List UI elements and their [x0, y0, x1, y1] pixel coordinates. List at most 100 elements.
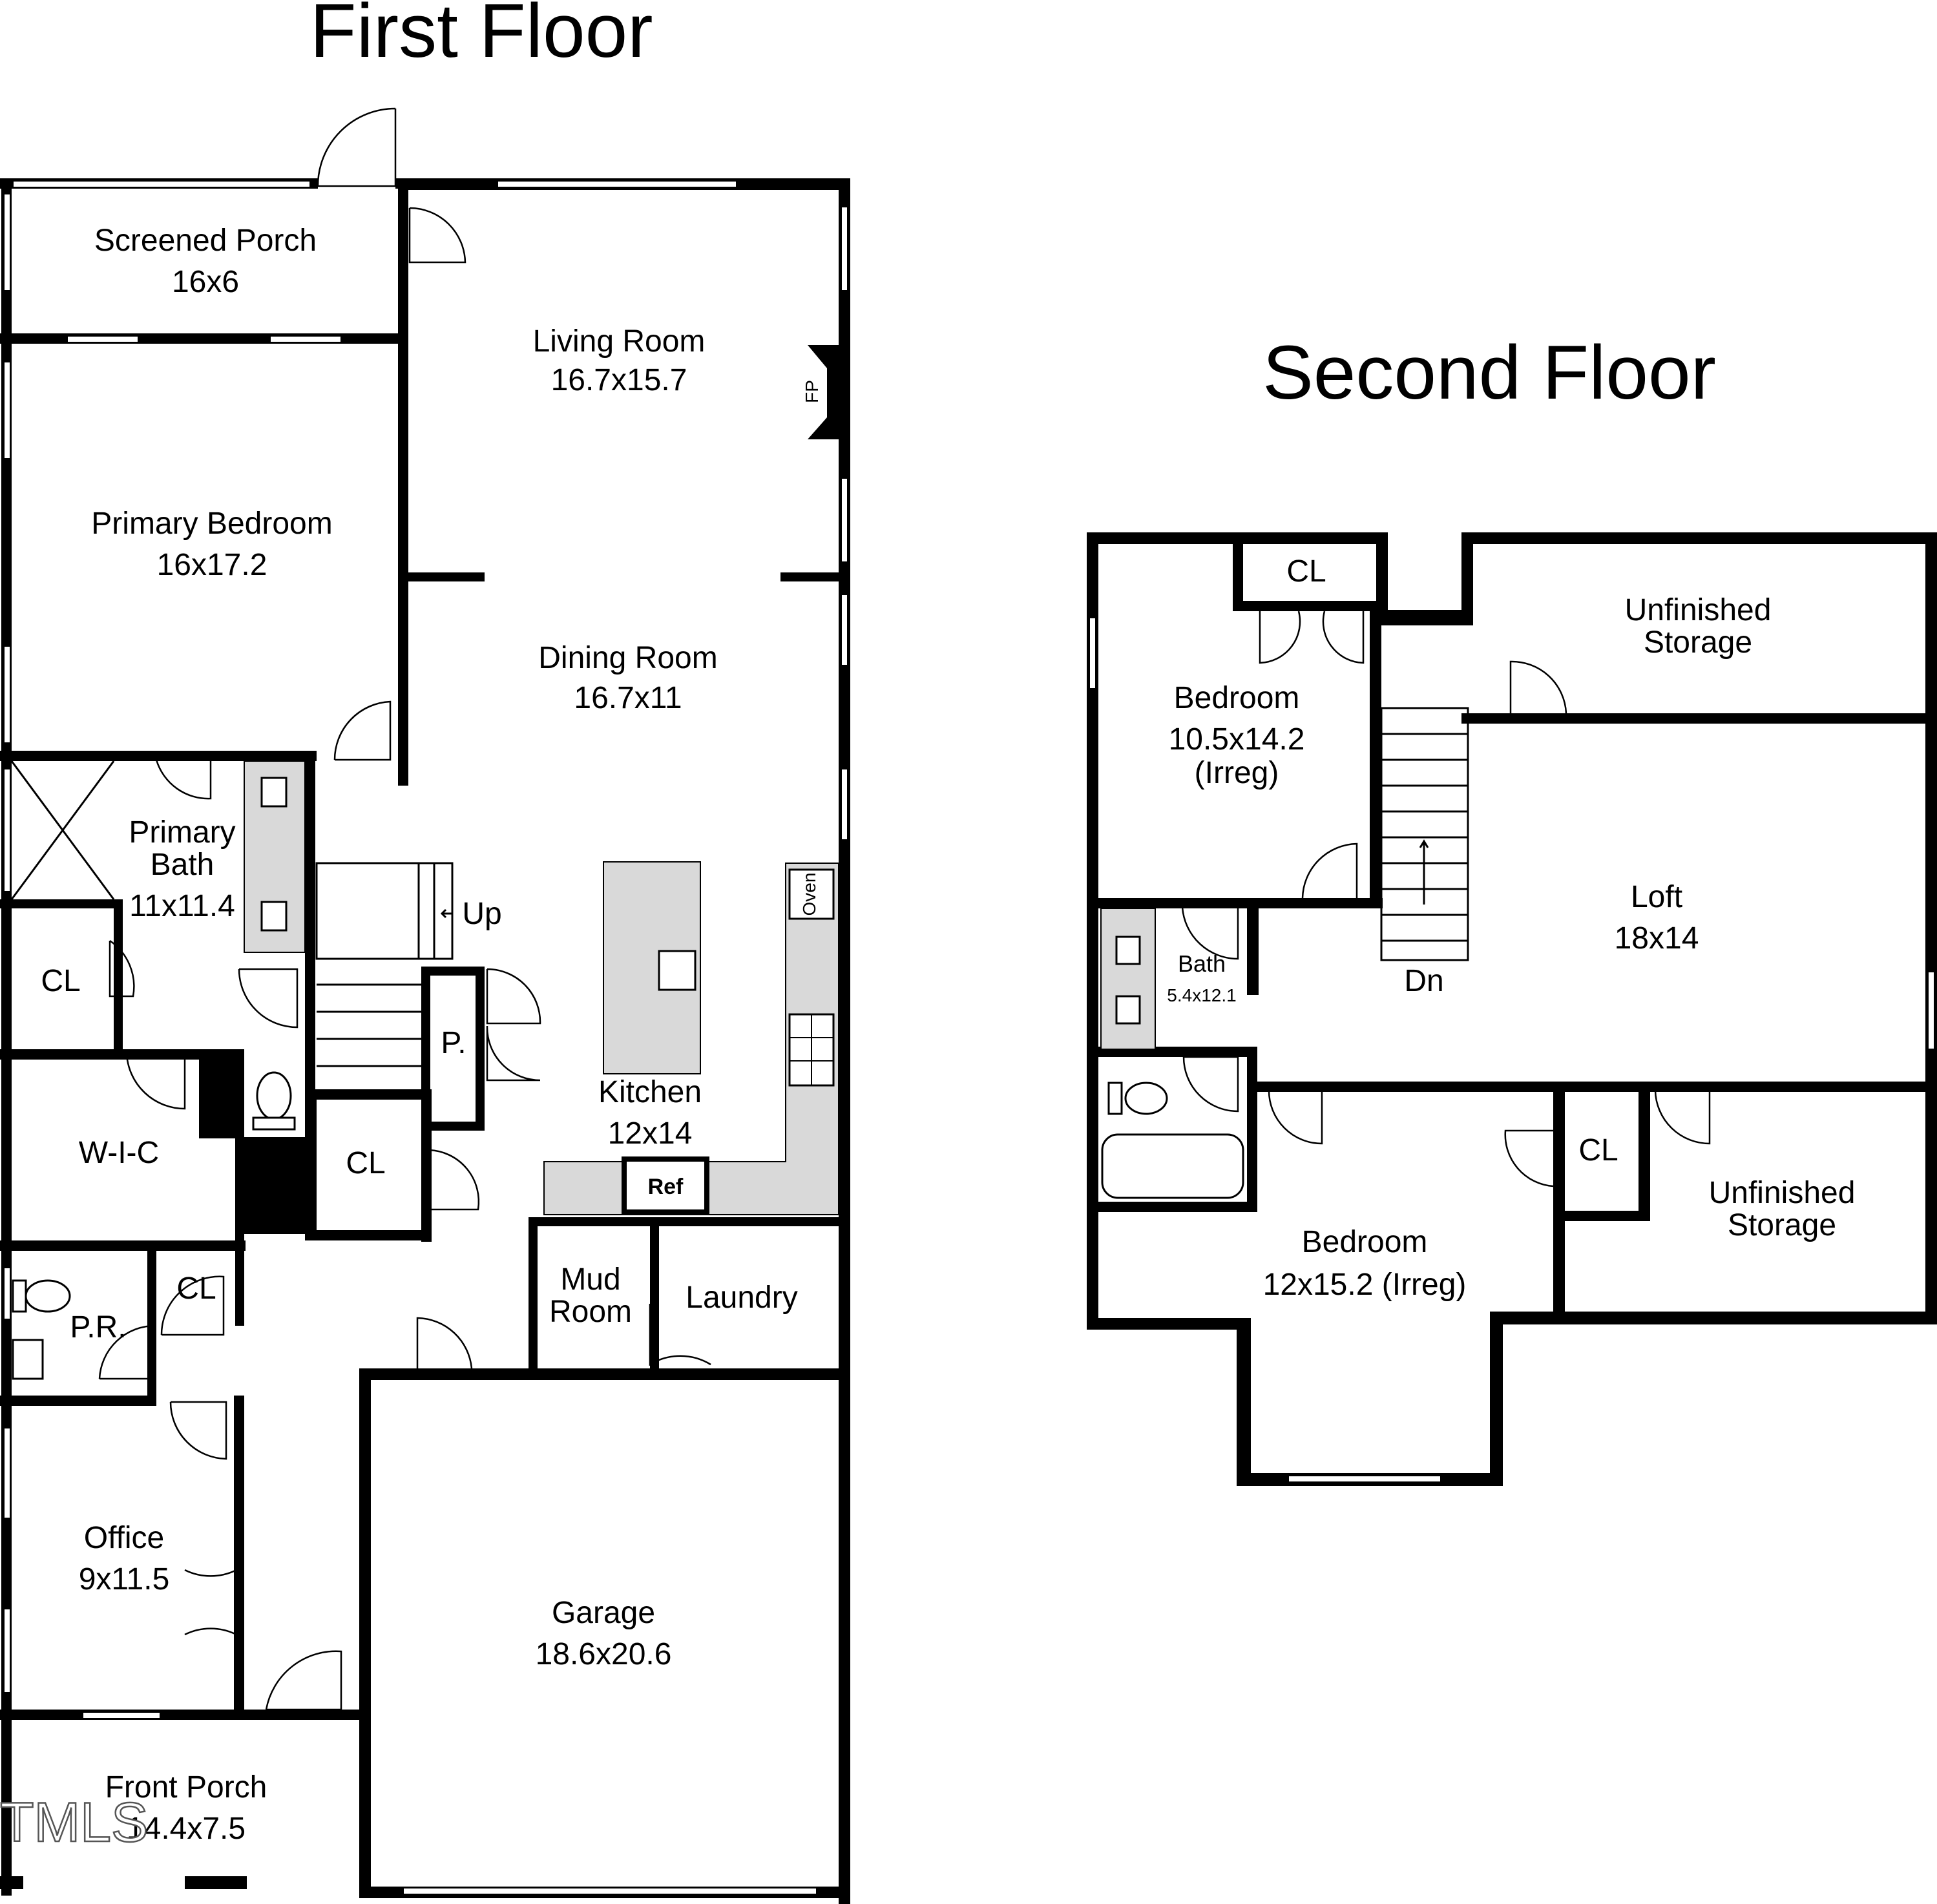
- wall: [1461, 532, 1473, 625]
- first-floor-plan: FP: [0, 107, 850, 1904]
- wall: [1461, 532, 1937, 544]
- door-opening: [318, 174, 395, 191]
- closet-door[interactable]: [160, 1275, 225, 1336]
- stair-landing: [315, 862, 454, 960]
- shower: [10, 760, 115, 900]
- closet-double-door[interactable]: [1259, 611, 1365, 664]
- window: [403, 1887, 817, 1895]
- closet-2-label-2f: CL: [1578, 1133, 1618, 1167]
- closet-1-label-2f: CL: [1286, 554, 1326, 589]
- wall: [408, 572, 485, 581]
- wall: [234, 1396, 244, 1716]
- stairs-up-label: Up: [462, 897, 501, 931]
- kitchen-dims: 12x14: [608, 1116, 693, 1151]
- wall: [650, 1217, 659, 1372]
- sink-icon: [1115, 995, 1141, 1025]
- wall: [1461, 713, 1937, 724]
- wall: [239, 1137, 311, 1234]
- bath-door[interactable]: [1181, 906, 1239, 960]
- oven-icon: [788, 868, 835, 920]
- storage-1-name-2: Storage: [1644, 625, 1752, 660]
- wall: [147, 1240, 244, 1250]
- primary-bedroom-name: Primary Bedroom: [91, 507, 332, 541]
- wall: [1370, 609, 1381, 908]
- second-floor-title: Second Floor: [1262, 330, 1716, 415]
- wall: [529, 1217, 850, 1226]
- living-room-name: Living Room: [533, 324, 706, 359]
- arrow-icon: [440, 908, 452, 919]
- fireplace: [808, 345, 840, 439]
- toilet-tank: [1107, 1082, 1123, 1115]
- wall: [780, 572, 845, 581]
- closet-1-label: CL: [41, 964, 80, 998]
- wall: [421, 967, 430, 1128]
- wall: [1553, 1082, 1565, 1314]
- powder-room-door[interactable]: [98, 1324, 156, 1380]
- window: [269, 335, 342, 343]
- primary-bedroom-dims: 16x17.2: [157, 548, 267, 582]
- wall: [0, 1710, 368, 1720]
- porch-door[interactable]: [408, 207, 466, 264]
- toilet-door[interactable]: [1182, 1056, 1239, 1113]
- loft-dims: 18x14: [1615, 921, 1699, 956]
- kitchen-name: Kitchen: [598, 1075, 702, 1109]
- office-double-door[interactable]: [184, 1511, 238, 1637]
- window: [3, 768, 11, 892]
- wall: [0, 1396, 156, 1406]
- wall: [235, 1240, 244, 1326]
- wall: [0, 1876, 23, 1889]
- bedroom-2-door[interactable]: [1268, 1089, 1323, 1145]
- bath-name-2f: Bath: [1178, 950, 1226, 977]
- office-dims: 9x11.5: [79, 1562, 170, 1596]
- front-door[interactable]: [265, 1650, 342, 1711]
- window: [1089, 617, 1096, 689]
- closet-door[interactable]: [428, 1149, 480, 1211]
- pantry-double-door[interactable]: [486, 968, 541, 1082]
- refrigerator-face: [627, 1162, 704, 1209]
- bedroom-door[interactable]: [1301, 842, 1358, 899]
- wall: [305, 1089, 432, 1100]
- wic-door[interactable]: [125, 1052, 186, 1110]
- garage-door[interactable]: [416, 1317, 473, 1369]
- window: [3, 193, 11, 291]
- window: [841, 477, 848, 563]
- garage-dims: 18.6x20.6: [536, 1637, 672, 1671]
- toilet-tank: [12, 1279, 27, 1313]
- first-floor-title: First Floor: [310, 0, 653, 74]
- dining-room-dims: 16.7x11: [574, 681, 682, 715]
- closet-2-label: CL: [346, 1146, 385, 1180]
- wall: [1247, 1047, 1257, 1208]
- bedroom-door[interactable]: [333, 700, 392, 761]
- toilet-door[interactable]: [238, 968, 298, 1029]
- wall: [1233, 532, 1243, 610]
- window: [3, 1427, 11, 1519]
- sink-icon: [658, 950, 696, 991]
- fireplace-label: FP: [802, 380, 822, 403]
- second-floor-plan: CL Unfinished Storage Bedroom 10.5x14.2 …: [1087, 532, 1937, 1486]
- watermark: TMLS: [0, 1792, 148, 1854]
- bathtub-icon: [1101, 1133, 1244, 1199]
- wall: [1553, 1211, 1650, 1221]
- storage-2-door[interactable]: [1654, 1089, 1711, 1145]
- wall: [476, 967, 485, 1129]
- closet-door[interactable]: [109, 939, 135, 998]
- bedroom-2-dims: 12x15.2 (Irreg): [1263, 1268, 1467, 1302]
- wall: [398, 178, 408, 786]
- toilet-icon: [25, 1279, 71, 1313]
- wall: [529, 1217, 538, 1372]
- primary-bath-name-2: Bath: [151, 848, 215, 882]
- office-door[interactable]: [169, 1401, 227, 1460]
- window: [3, 645, 11, 744]
- wall: [0, 751, 317, 761]
- closet-door[interactable]: [1504, 1129, 1554, 1187]
- storage-door[interactable]: [1509, 660, 1567, 714]
- laundry-door[interactable]: [649, 1304, 711, 1366]
- bath-door[interactable]: [155, 758, 212, 800]
- rear-door[interactable]: [317, 107, 397, 187]
- wall: [1098, 1202, 1257, 1212]
- window: [3, 1608, 11, 1693]
- pantry-label: P.: [441, 1026, 466, 1060]
- window: [1288, 1475, 1441, 1483]
- walk-in-closet-label: W-I-C: [79, 1136, 159, 1170]
